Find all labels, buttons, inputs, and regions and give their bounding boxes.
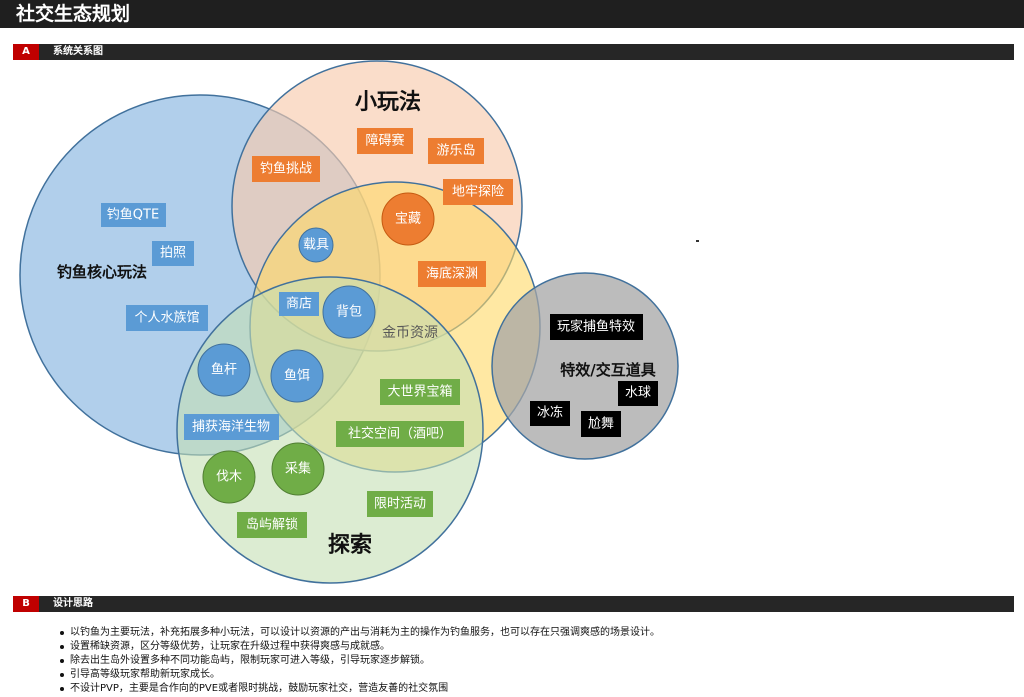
tag-catch-effect: 玩家捕鱼特效 — [550, 314, 643, 340]
svg-text:商店: 商店 — [286, 297, 312, 312]
design-point: 设置稀缺资源，区分等级优势，让玩家在升级过程中获得爽感与成就感。 — [60, 640, 1000, 654]
tag-awkward-dance: 尬舞 — [581, 411, 621, 437]
svg-text:游乐岛: 游乐岛 — [436, 143, 475, 159]
tag-dungeon: 地牢探险 — [443, 179, 513, 205]
tag-aquarium: 个人水族馆 — [126, 305, 208, 331]
tag-logging: 伐木 — [202, 450, 256, 504]
svg-text:钓鱼QTE: 钓鱼QTE — [107, 207, 159, 223]
tag-gather: 采集 — [271, 442, 325, 496]
tag-rod: 鱼杆 — [197, 343, 251, 397]
svg-text:背包: 背包 — [336, 305, 362, 320]
svg-text:载具: 载具 — [303, 238, 329, 253]
tag-water-ball: 水球 — [618, 381, 658, 406]
svg-text:宝藏: 宝藏 — [395, 212, 421, 227]
fishing-core-label: 钓鱼核心玩法 — [57, 263, 147, 281]
design-point: 引导高等级玩家帮助新玩家成长。 — [60, 668, 1000, 682]
svg-text:海底深渊: 海底深渊 — [426, 266, 478, 282]
tag-world-chest: 大世界宝箱 — [380, 379, 460, 405]
design-point: 以钓鱼为主要玩法，补充拓展多种小玩法，可以设计以资源的产出与消耗为主的操作为钓鱼… — [60, 626, 1000, 640]
tag-fish-challenge: 钓鱼挑战 — [252, 156, 320, 182]
svg-text:冰冻: 冰冻 — [537, 405, 563, 421]
svg-text:尬舞: 尬舞 — [588, 417, 614, 432]
tag-freeze: 冰冻 — [530, 401, 570, 426]
svg-text:采集: 采集 — [285, 461, 311, 477]
effects-label: 特效/交互道具 — [560, 361, 655, 379]
gold-label: 金币资源 — [382, 325, 438, 341]
design-point: 除去出生岛外设置多种不同功能岛屿，限制玩家可进入等级，引导玩家逐步解锁。 — [60, 654, 1000, 668]
svg-text:限时活动: 限时活动 — [374, 497, 426, 512]
section-b-header: B 设计思路 — [13, 596, 1014, 612]
svg-text:大世界宝箱: 大世界宝箱 — [387, 384, 452, 400]
tag-abyss: 海底深渊 — [418, 261, 486, 287]
title-bar: 社交生态规划 — [0, 0, 1024, 28]
svg-text:捕获海洋生物: 捕获海洋生物 — [192, 419, 270, 435]
tag-amusement-island: 游乐岛 — [428, 138, 484, 164]
svg-text:个人水族馆: 个人水族馆 — [134, 310, 199, 326]
svg-text:拍照: 拍照 — [160, 246, 186, 261]
tag-backpack: 背包 — [322, 285, 376, 339]
svg-text:鱼饵: 鱼饵 — [284, 368, 310, 384]
section-a-label: 系统关系图 — [53, 46, 103, 57]
tag-obstacle-race: 障碍赛 — [357, 128, 413, 154]
design-point: 不设计PVP，主要是合作向的PVE或者限时挑战，鼓励玩家社交，营造友善的社交氛围 — [60, 682, 1000, 696]
svg-text:钓鱼挑战: 钓鱼挑战 — [260, 161, 312, 177]
tag-island-unlock: 岛屿解锁 — [237, 512, 307, 538]
design-points-list: 以钓鱼为主要玩法，补充拓展多种小玩法，可以设计以资源的产出与消耗为主的操作为钓鱼… — [60, 626, 1000, 696]
svg-text:水球: 水球 — [625, 386, 651, 401]
tag-bait: 鱼饵 — [270, 349, 324, 403]
svg-text:岛屿解锁: 岛屿解锁 — [246, 517, 298, 533]
tag-catch-sea: 捕获海洋生物 — [184, 414, 279, 440]
section-a-header: A 系统关系图 — [13, 44, 1014, 60]
tag-treasure: 宝藏 — [381, 192, 435, 246]
tag-photo: 拍照 — [152, 241, 194, 266]
svg-text:鱼杆: 鱼杆 — [211, 362, 237, 378]
tag-shop: 商店 — [279, 292, 319, 316]
section-b-label: 设计思路 — [53, 598, 93, 609]
section-b-badge: B — [13, 596, 39, 612]
svg-text:伐木: 伐木 — [216, 470, 242, 485]
svg-text:玩家捕鱼特效: 玩家捕鱼特效 — [557, 319, 635, 335]
stray-mark — [696, 240, 699, 242]
tag-fishing-qte: 钓鱼QTE — [101, 203, 166, 227]
venn-diagram: .c{stroke:#41719c;stroke-width:1.5;} .tx… — [19, 60, 679, 584]
svg-text:社交空间（酒吧）: 社交空间（酒吧） — [348, 426, 452, 442]
mini-games-label: 小玩法 — [355, 90, 421, 115]
page-title: 社交生态规划 — [16, 3, 131, 25]
tag-social-bar: 社交空间（酒吧） — [336, 421, 464, 447]
svg-text:障碍赛: 障碍赛 — [365, 133, 404, 149]
section-a-badge: A — [13, 44, 39, 60]
explore-label: 探索 — [328, 532, 372, 558]
tag-limited-event: 限时活动 — [367, 491, 433, 517]
svg-text:地牢探险: 地牢探险 — [452, 185, 504, 200]
tag-carrier: 载具 — [298, 227, 334, 263]
